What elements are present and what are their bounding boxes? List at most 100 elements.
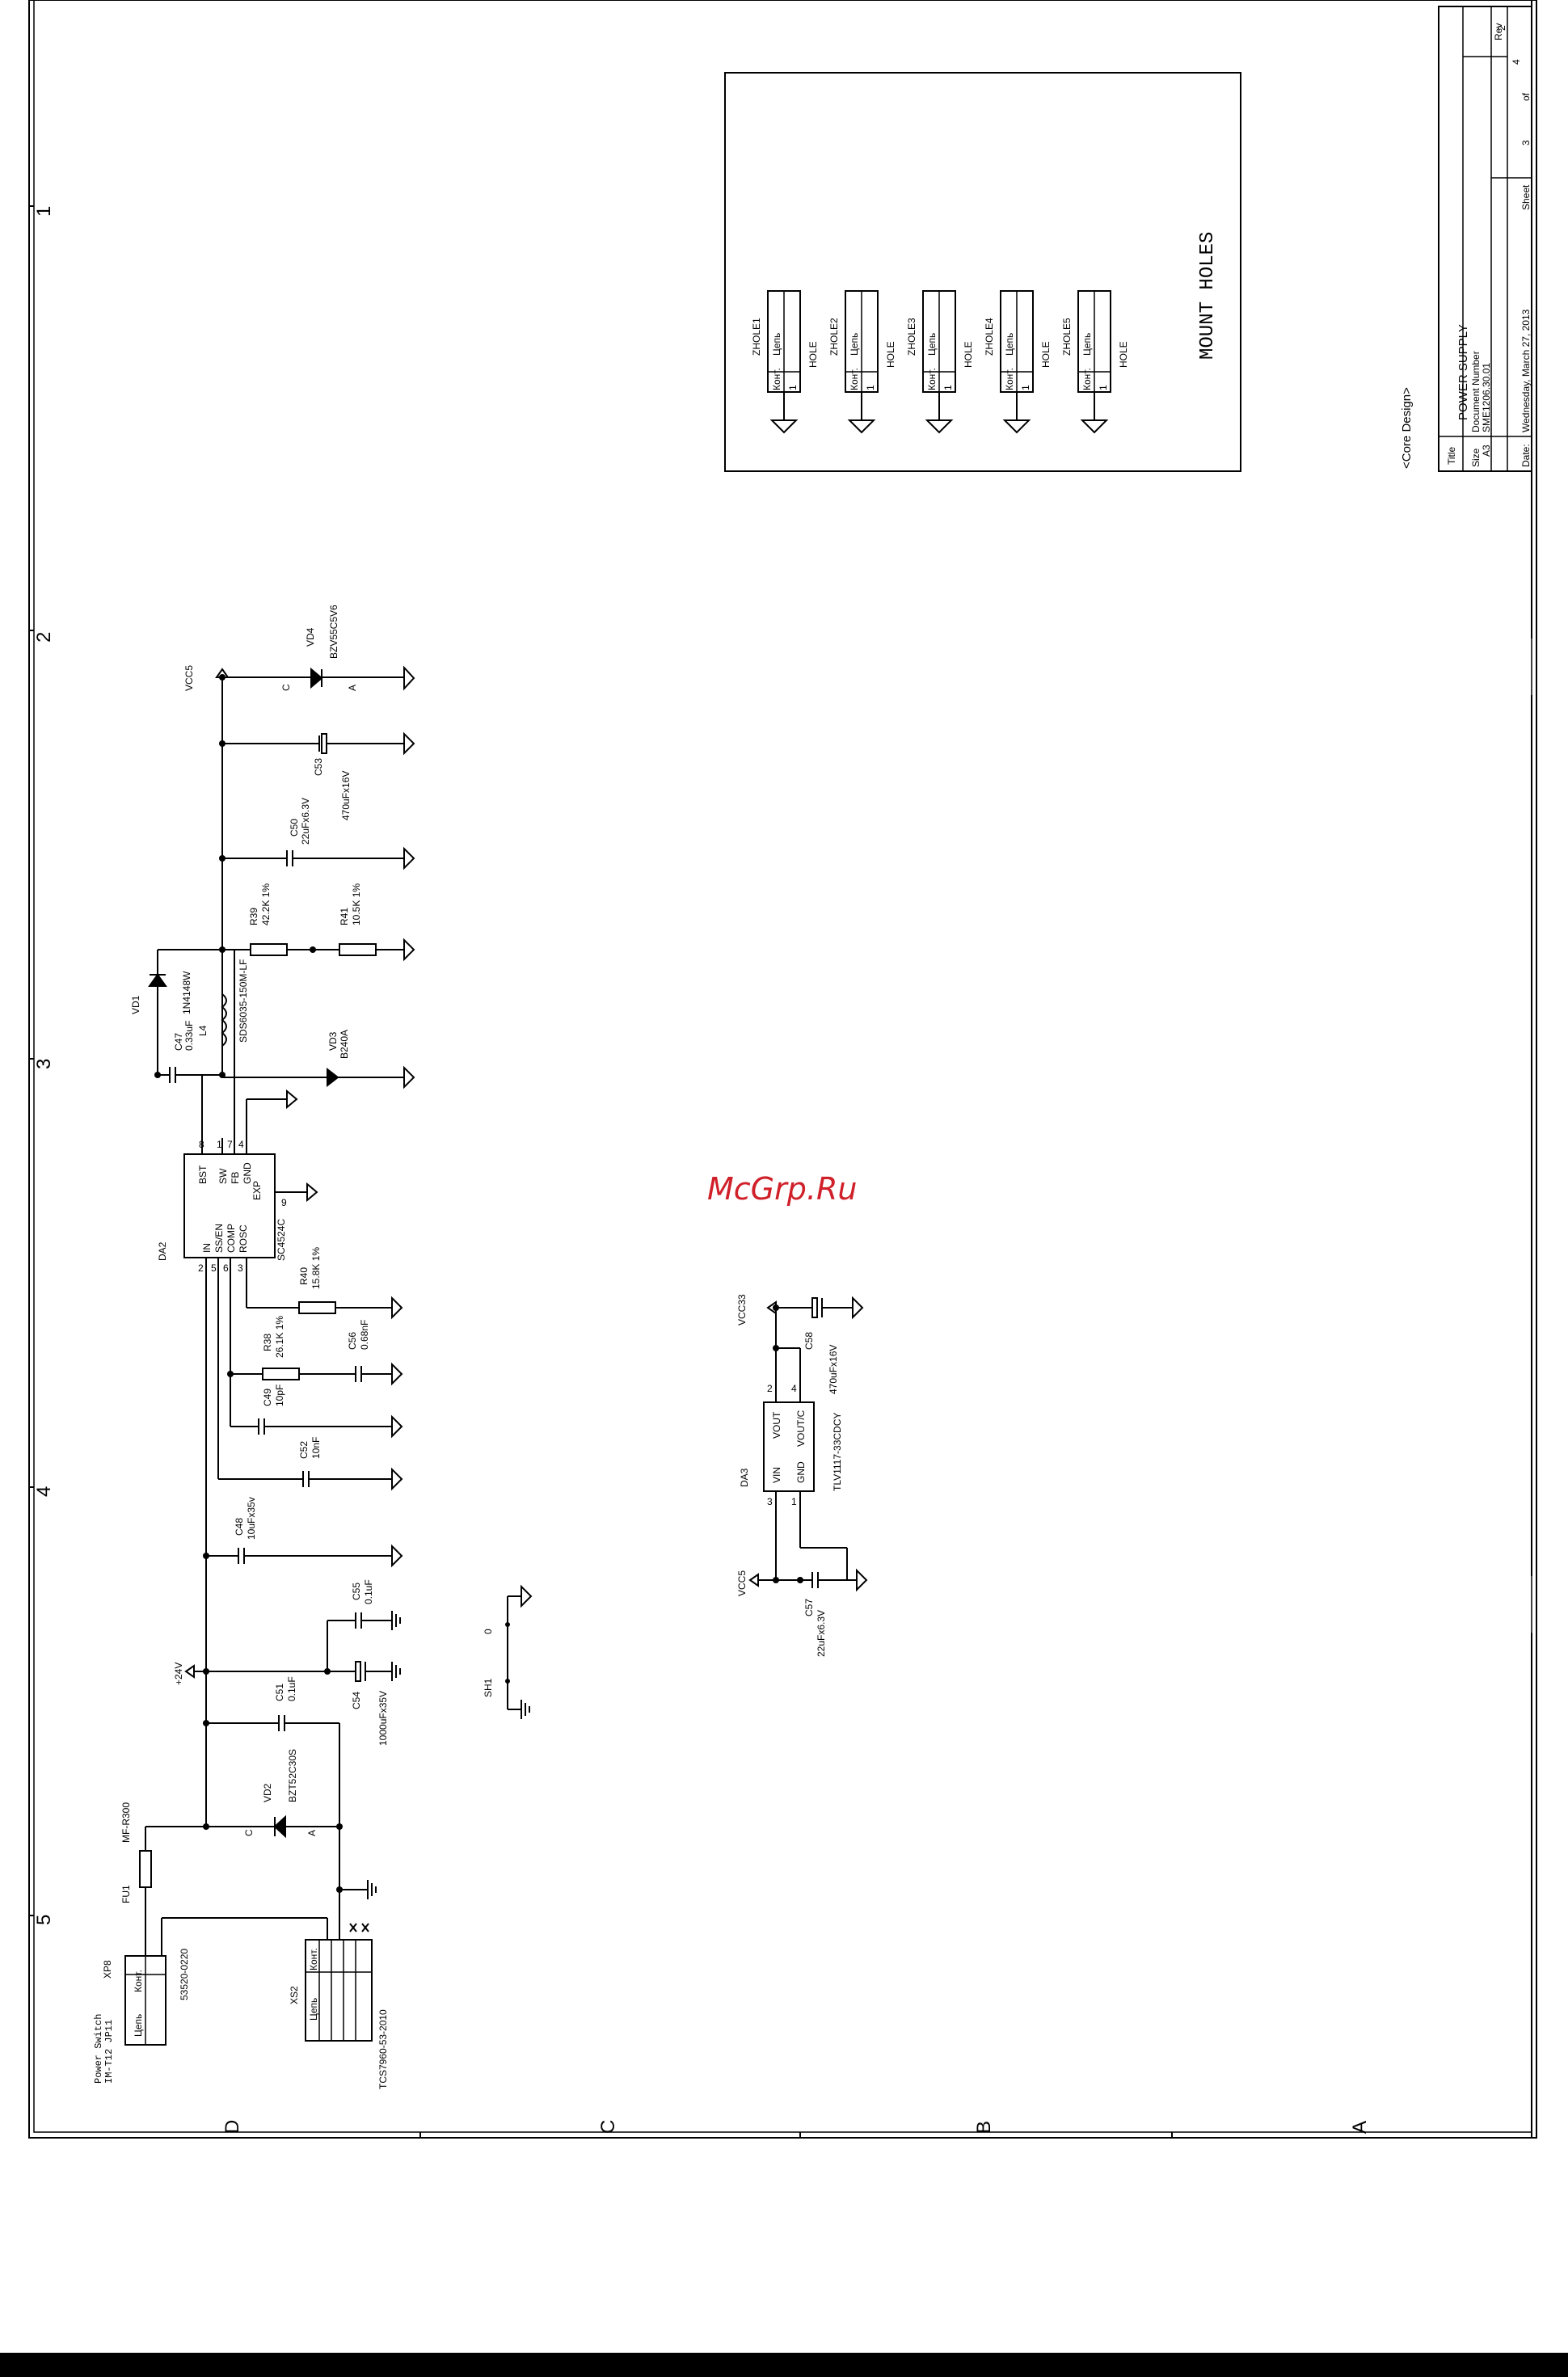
da2-pin-bst: BST [197, 1165, 209, 1184]
zhole1-ref: ZHOLE1 [751, 318, 762, 356]
vd3-ref: VD3 [327, 1031, 339, 1051]
col-number-3: 3 [33, 1059, 55, 1069]
c58-ref: C58 [803, 1332, 815, 1350]
da2-value: SC4524C [276, 1219, 287, 1261]
r39-resistor [222, 943, 339, 956]
of-label: of [1520, 92, 1532, 101]
da2-pin-comp: COMP [226, 1224, 237, 1253]
xp8-note2: Power Switch [93, 2014, 104, 2084]
vcc5-rail [215, 668, 322, 1078]
da2-pinnum-3: 3 [238, 1262, 243, 1274]
r41-value: 10.5K 1% [351, 883, 362, 925]
zhole4-cep: Цепь [1004, 333, 1015, 356]
company-name: <Core Design> [1400, 387, 1414, 469]
col-number-4: 4 [33, 1486, 55, 1497]
l4-ref: L4 [197, 1025, 209, 1036]
sheet-value: 3 [1520, 140, 1532, 145]
da2-pin-in: IN [201, 1243, 213, 1253]
c50-capacitor [286, 846, 415, 870]
zhole1-cep: Цепь [771, 333, 782, 356]
c47-ref: C47 [173, 1033, 184, 1051]
vcc33-label: VCC33 [736, 1294, 748, 1325]
zhole1-value: HOLE [807, 341, 819, 368]
zhole3-cep: Цепь [926, 333, 938, 356]
xp8-ref: XP8 [102, 1960, 113, 1979]
c56-value: 0.68nF [359, 1320, 370, 1350]
da2-pinnum-1: 1 [217, 1139, 222, 1150]
xs2-ref: XS2 [289, 1986, 300, 2004]
row-letter-a: A [1349, 2121, 1371, 2134]
zhole5-kont: Конт. [1081, 368, 1093, 390]
xp8-kont: Конт. [133, 1970, 144, 1992]
xp8-value: 53520-0220 [179, 1949, 190, 2000]
da3-pin-gnd: GND [795, 1461, 807, 1483]
zhole3-kont: Конт. [926, 368, 938, 390]
da3-pinnum-4: 4 [791, 1383, 797, 1394]
zhole2-cep: Цепь [849, 333, 860, 356]
vd2-c: C [243, 1829, 255, 1836]
fu1-fuse [139, 1827, 152, 1956]
watermark: McGrp.Ru [707, 1171, 857, 1207]
c49-ref: C49 [262, 1389, 273, 1406]
sh1-ref: SH1 [483, 1678, 494, 1697]
c55-value: 0.1uF [363, 1579, 374, 1604]
mount-hole-4 [1000, 290, 1034, 434]
mount-hole-5 [1077, 290, 1111, 434]
da3-pin-vin: VIN [771, 1467, 782, 1483]
sheet-frame [28, 0, 1537, 2139]
c49-value: 10pF [274, 1384, 285, 1406]
title-label: Title [1446, 446, 1457, 465]
r38-value: 26.1K 1% [274, 1316, 285, 1358]
xs2-kont: Конт. [308, 1948, 319, 1970]
total-value: 4 [1511, 59, 1522, 65]
zhole5-cep: Цепь [1081, 333, 1093, 356]
sh1-jumper [505, 1584, 533, 1719]
vd4-value: BZV55C5V6 [328, 605, 339, 659]
l4-inductor [221, 993, 227, 1047]
c47-capacitor [154, 1067, 222, 1083]
c51-ref: C51 [274, 1684, 285, 1701]
c50-ref: C50 [289, 819, 300, 837]
vd2-a: A [306, 1830, 318, 1836]
mount-hole-3 [922, 290, 956, 434]
title-block [1438, 6, 1532, 472]
xp8-note1: IM-T12 JP11 [103, 2020, 115, 2084]
docnum-label: Document Number [1470, 351, 1482, 432]
mount-holes-title: MOUNT HOLES [1197, 232, 1219, 360]
c47-value: 0.33uF [183, 1021, 195, 1051]
date-label: Date: [1520, 444, 1532, 467]
c53-ref: C53 [313, 758, 324, 776]
vd2-ref: VD2 [262, 1783, 273, 1802]
mount-holes-frame [724, 72, 1241, 472]
da2-pinnum-7: 7 [227, 1139, 233, 1150]
da3-pin-voutc: VOUT/C [795, 1410, 807, 1447]
da3-pinnum-1: 1 [791, 1496, 797, 1507]
r38-ref: R38 [262, 1334, 273, 1351]
zhole5-pin: 1 [1098, 385, 1109, 390]
col-number-2: 2 [33, 632, 55, 643]
v24-label: +24V [173, 1663, 184, 1685]
vd4-ref: VD4 [305, 627, 316, 647]
c57-value: 22uFx6.3V [816, 1610, 827, 1657]
da3-value: TLV1117-33CDCY [832, 1413, 843, 1491]
c50-value: 22uFx6.3V [300, 798, 311, 845]
size-value: A3 [1481, 445, 1492, 457]
da2-pin-ssen: SS/EN [213, 1224, 225, 1253]
da2-pinnum-8: 8 [199, 1139, 204, 1150]
zhole2-pin: 1 [865, 385, 876, 390]
da2-pin-sw: SW [217, 1168, 229, 1184]
c58-capacitor [811, 1296, 864, 1320]
c52-capacitor [217, 1277, 403, 1491]
zhole4-kont: Конт. [1004, 368, 1015, 390]
row-letter-b: B [973, 2121, 995, 2134]
c52-ref: C52 [298, 1441, 310, 1459]
da2-pinnum-4: 4 [238, 1139, 244, 1150]
zhole1-pin: 1 [787, 385, 799, 390]
r39-ref: R39 [248, 908, 259, 925]
docnum-value: SME1206.30.01 [1481, 363, 1492, 432]
sheet-label: Sheet [1520, 184, 1532, 210]
vd4-a: A [347, 685, 358, 691]
r41-ref: R41 [339, 908, 350, 925]
r40-value: 15.8K 1% [310, 1247, 322, 1289]
da2-pin-rosc: ROSC [238, 1224, 249, 1253]
